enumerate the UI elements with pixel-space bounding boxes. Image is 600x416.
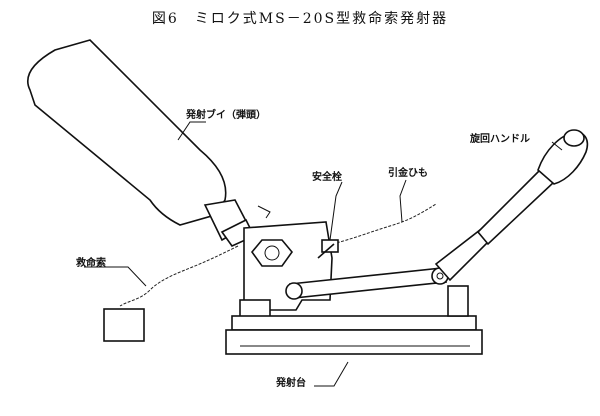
label-buoy: 発射ブイ（弾頭） xyxy=(186,110,266,121)
leader-pull-cord xyxy=(399,179,407,223)
pull-cord xyxy=(327,203,437,246)
label-safety-pin: 安全栓 xyxy=(312,172,342,183)
launcher-body xyxy=(239,221,339,319)
right-bracket xyxy=(447,285,469,317)
leader-rotary-handle xyxy=(551,141,563,151)
launch-base-plate xyxy=(225,315,483,355)
leader-buoy xyxy=(177,121,206,141)
figure-title: 図6 ミロク式MS－20S型救命索発射器 xyxy=(151,11,449,27)
leader-rescue-rope xyxy=(84,266,147,287)
label-rescue-rope: 救命索 xyxy=(76,258,106,269)
rotary-handle-assembly xyxy=(434,129,589,282)
buoy-projectile xyxy=(27,39,271,248)
label-pull-cord: 引金ひも xyxy=(388,168,428,179)
label-rotary-handle: 旋回ハンドル xyxy=(470,134,530,145)
leader-launch-base xyxy=(314,361,349,387)
label-launch-base: 発射台 xyxy=(276,378,306,389)
rope-canister xyxy=(103,308,145,342)
leader-safety-pin xyxy=(329,181,343,241)
rescue-rope xyxy=(119,245,239,307)
